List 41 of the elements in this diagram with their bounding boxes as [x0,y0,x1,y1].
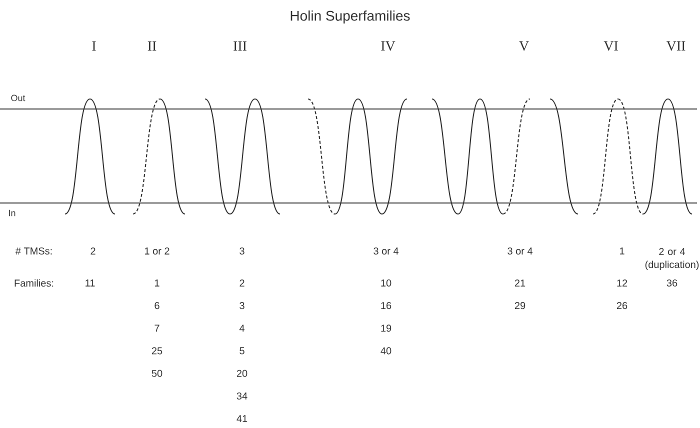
table-value: 26 [616,302,628,310]
table-value: 20 [236,370,248,377]
table-value: 10 [381,279,392,287]
table-value: 7 [154,324,160,332]
membrane-side-label: In [9,210,16,216]
table-value: 5 [240,347,244,354]
table-value: 3 or 4 [374,247,398,255]
table-value: 40 [380,347,392,354]
table-value: 1 [620,248,624,254]
table-value: 12 [617,280,628,286]
table-value: 29 [514,302,526,310]
table-value: 21 [514,280,526,286]
table-value: 41 [236,415,248,422]
column-heading: III [234,41,246,51]
column-heading: V [519,41,529,51]
table-value: 3 or 4 [508,247,532,255]
row-heading: Families: [14,279,54,287]
column-heading: IV [381,41,396,51]
title: Holin Superfamilies [290,10,410,24]
table-value: 1 or 2 [144,247,170,255]
column-heading: II [148,41,156,51]
table-value: 2 [90,248,96,254]
table-value: 36 [666,279,678,287]
table-value: 1 [155,280,160,286]
table-value: 16 [381,302,392,310]
table-value: 50 [152,370,162,377]
table-value: 2 or 4 (duplication) [645,248,699,270]
table-value: 34 [236,392,248,400]
column-heading: VII [666,41,686,51]
table-value: 11 [86,280,95,286]
table-value: 4 [239,324,244,332]
table-value: 2 [240,280,244,286]
table-value: 3 [240,247,244,255]
table-value: 3 [240,302,244,310]
table-value: 25 [152,347,162,354]
column-heading: VI [604,41,618,51]
table-value: 6 [154,302,160,310]
membrane-side-label: Out [11,94,26,102]
column-heading: I [92,41,96,51]
row-heading: # TMSs: [15,247,52,255]
table-value: 19 [381,324,392,332]
